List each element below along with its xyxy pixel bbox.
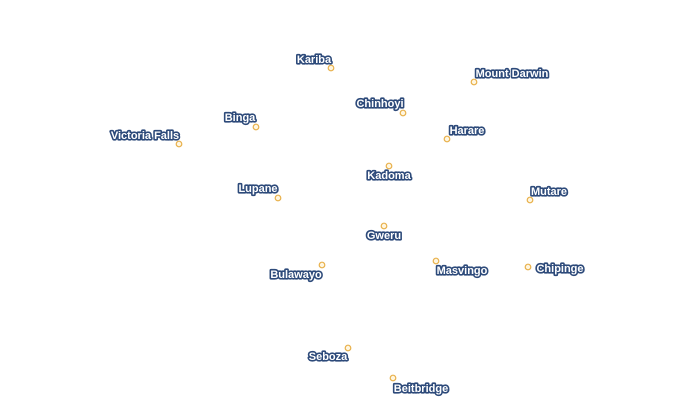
city-label-lupane: Lupane <box>238 183 277 195</box>
city-label-chinhoyi: Chinhoyi <box>356 98 403 110</box>
city-label-seboza: Seboza <box>309 351 348 363</box>
city-label-masvingo: Masvingo <box>437 265 488 277</box>
city-marker-mutare[interactable] <box>526 196 534 204</box>
city-marker-kariba[interactable] <box>327 64 335 72</box>
city-marker-victoria-falls[interactable] <box>175 140 183 148</box>
city-marker-mount-darwin[interactable] <box>470 78 478 86</box>
city-label-bulawayo: Bulawayo <box>270 269 322 281</box>
city-marker-masvingo[interactable] <box>432 257 440 265</box>
city-marker-seboza[interactable] <box>344 344 352 352</box>
city-marker-chipinge[interactable] <box>524 263 532 271</box>
city-label-victoria-falls: Victoria Falls <box>111 130 179 142</box>
city-label-binga: Binga <box>225 112 256 124</box>
city-label-harare: Harare <box>450 125 485 137</box>
city-label-beitbridge: Beitbridge <box>394 383 448 395</box>
city-label-mount-darwin: Mount Darwin <box>476 68 549 80</box>
city-marker-bulawayo[interactable] <box>318 261 326 269</box>
city-marker-harare[interactable] <box>443 135 451 143</box>
city-marker-chinhoyi[interactable] <box>399 109 407 117</box>
city-label-kadoma: Kadoma <box>367 170 411 182</box>
city-marker-gweru[interactable] <box>380 222 388 230</box>
city-marker-kadoma[interactable] <box>385 162 393 170</box>
city-marker-lupane[interactable] <box>274 194 282 202</box>
city-label-mutare: Mutare <box>531 186 567 198</box>
city-label-chipinge: Chipinge <box>536 263 583 275</box>
city-label-kariba: Kariba <box>297 54 332 66</box>
city-marker-binga[interactable] <box>252 123 260 131</box>
city-label-gweru: Gweru <box>367 230 401 242</box>
city-markers <box>175 64 534 382</box>
city-marker-beitbridge[interactable] <box>389 374 397 382</box>
